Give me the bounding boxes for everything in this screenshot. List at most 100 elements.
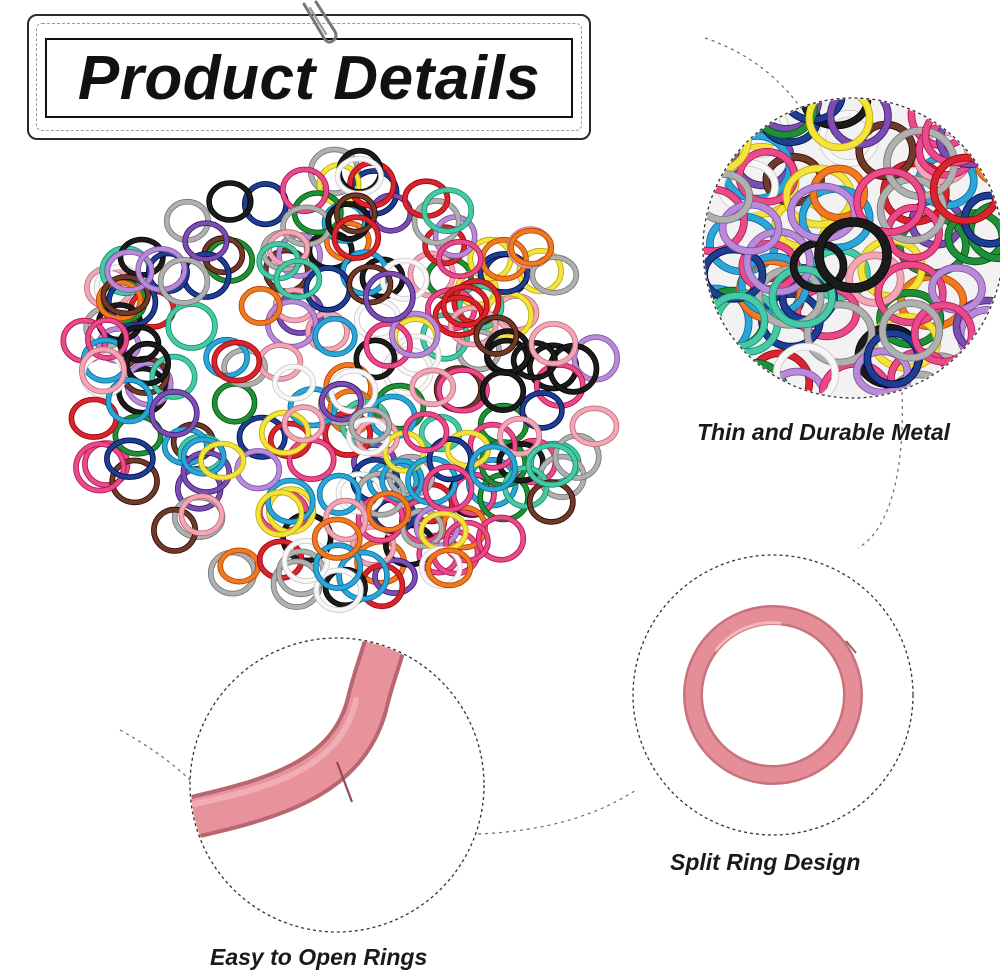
ring-shape xyxy=(380,258,429,301)
ring-shape xyxy=(888,371,950,397)
ring-shape xyxy=(480,370,526,413)
ring-shape xyxy=(212,340,262,383)
ring-shape xyxy=(150,354,197,399)
ring-shape xyxy=(179,494,224,536)
ring-shape xyxy=(332,215,381,261)
ring-shape xyxy=(570,406,619,447)
ring-shape xyxy=(422,188,474,234)
ring-shape xyxy=(306,311,349,352)
ring-shape xyxy=(373,558,417,596)
ring-shape xyxy=(412,198,461,245)
ring-shape xyxy=(520,390,564,430)
ring-shape xyxy=(272,364,316,401)
ring-shape xyxy=(433,215,477,258)
ring-shape xyxy=(526,443,578,487)
ring-shape xyxy=(334,193,377,234)
ring-shape xyxy=(124,341,171,386)
ring-shape xyxy=(474,315,519,356)
ring-shape xyxy=(468,422,518,470)
ring-shape xyxy=(773,343,839,397)
ring-shape xyxy=(853,348,911,396)
ring-shape xyxy=(158,257,210,305)
ring-shape xyxy=(364,321,413,369)
ring-shape xyxy=(363,271,415,323)
ring-shape xyxy=(198,441,246,480)
ring-shape xyxy=(511,340,557,380)
ring-shape xyxy=(79,347,127,394)
ring-shape xyxy=(329,368,378,414)
ring-shape xyxy=(312,517,362,561)
ring-shape xyxy=(237,415,287,459)
ring-shape xyxy=(149,389,199,437)
ring-shape xyxy=(319,381,363,422)
ring-shape xyxy=(423,464,474,513)
ring-shape xyxy=(509,228,554,266)
ring-shape xyxy=(274,259,322,300)
paperclip-icon xyxy=(302,0,338,44)
ring-shape xyxy=(410,368,456,407)
ring-shape xyxy=(846,252,904,306)
ring-shape xyxy=(280,167,329,214)
ring-shape xyxy=(74,442,126,493)
ring-shape xyxy=(437,367,489,413)
ring-shape xyxy=(389,311,440,358)
feature-caption-easy-open: Easy to Open Rings xyxy=(210,944,428,970)
ring-shape xyxy=(183,221,229,262)
ring-shape xyxy=(266,478,315,524)
ring-shape xyxy=(769,266,836,328)
ring-shape xyxy=(313,316,357,357)
ring-shape xyxy=(815,218,891,292)
ring-shape xyxy=(104,438,155,480)
ring-shape xyxy=(478,251,530,295)
ring-shape xyxy=(349,407,392,444)
ring-shape xyxy=(207,181,253,222)
ring-shape xyxy=(403,411,449,453)
ring-shape xyxy=(105,250,154,292)
ring-shape xyxy=(854,168,925,236)
ring-shape xyxy=(469,444,518,492)
ring-shape xyxy=(85,318,129,360)
ring-shape xyxy=(911,302,975,365)
title-plate xyxy=(27,14,591,140)
ring-shape xyxy=(317,473,361,516)
ring-shape xyxy=(423,225,467,266)
ring-shape xyxy=(806,99,873,151)
ring-shape xyxy=(256,490,304,537)
page-title: Product Details xyxy=(77,43,541,113)
ring-shape xyxy=(113,414,163,456)
ring-shape xyxy=(239,286,282,326)
ring-shape xyxy=(529,321,578,366)
ring-shape xyxy=(101,274,150,316)
ring-shape xyxy=(96,280,143,321)
ring-shape xyxy=(314,568,363,613)
ring-shape xyxy=(282,538,330,584)
ring-shape xyxy=(313,543,363,591)
ring-shape xyxy=(259,410,311,455)
ring-shape xyxy=(875,261,946,326)
ring-shape xyxy=(497,416,542,456)
ring-shape xyxy=(106,377,153,424)
ring-shape xyxy=(437,239,483,279)
ring-shape xyxy=(441,284,489,328)
ring-shape xyxy=(804,301,875,366)
ring-shape xyxy=(751,99,822,132)
title-frame xyxy=(45,38,573,118)
ring-shape xyxy=(354,338,397,380)
ring-shape xyxy=(426,548,473,588)
ring-shape xyxy=(181,437,226,476)
ring-shape xyxy=(810,165,868,221)
title-plate-stitching xyxy=(36,23,582,131)
ring-shape xyxy=(110,458,160,505)
ring-shape xyxy=(366,491,411,532)
ring-shape xyxy=(282,405,325,443)
ring-shape xyxy=(476,515,526,562)
ring-shape xyxy=(448,305,498,347)
feature-caption-thin-durable: Thin and Durable Metal xyxy=(697,419,951,445)
ring-shape xyxy=(347,264,393,305)
feature-caption-split-ring: Split Ring Design xyxy=(670,849,861,875)
ring-shape xyxy=(879,300,943,361)
